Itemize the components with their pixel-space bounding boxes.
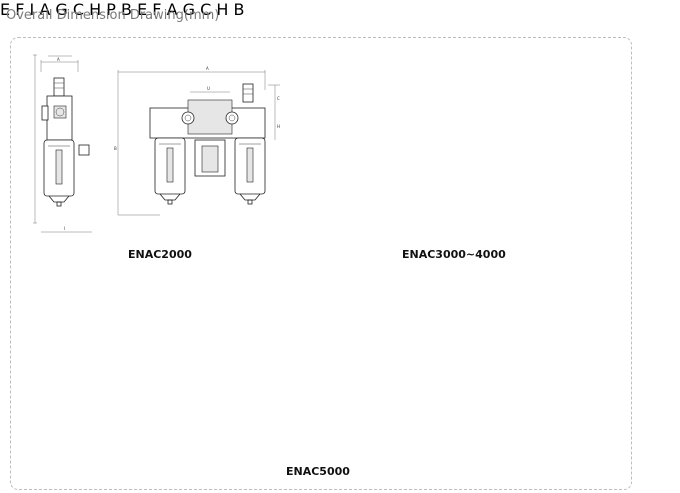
dim-label-e-5000: E: [137, 0, 148, 19]
enac3000-side-view: E F I: [0, 0, 39, 19]
dim-label-b-3000: B: [121, 0, 132, 19]
dim-label-p-3000: P: [106, 0, 116, 19]
dim-label-b-5000: B: [233, 0, 245, 19]
enac3000-front-view: A G C H P B: [39, 0, 137, 19]
dim-label-i-3000: I: [29, 0, 35, 19]
dim-label-h-3000: H: [89, 0, 102, 19]
dim-label-h-5000: H: [216, 0, 229, 19]
dim-label-g-5000: G: [182, 0, 196, 19]
enac2000-front-view: A U C H B: [114, 66, 280, 216]
dim-label-a-5000: A: [166, 0, 178, 19]
dim-label-f-5000: F: [152, 0, 162, 19]
dim-label-f-3000: F: [15, 0, 25, 19]
model-label-enac5000: ENAC5000: [286, 465, 350, 478]
dim-label-a-3000: A: [39, 0, 51, 19]
dim-label-a-2000: A: [206, 66, 209, 71]
dim-label-c-2000: C: [277, 96, 280, 101]
enac5000-front-view: A G C H B: [167, 0, 245, 19]
dim-label-b-2000: B: [114, 146, 117, 151]
dim-label-i-side: I: [64, 226, 65, 231]
dim-label-g-3000: G: [55, 0, 68, 19]
model-label-enac2000: ENAC2000: [128, 248, 192, 261]
enac5000-side-view: E F: [137, 0, 167, 19]
dim-label-e-3000: E: [0, 0, 11, 19]
drawing-frame: [10, 37, 632, 490]
model-label-enac3000-4000: ENAC3000~4000: [402, 248, 506, 261]
dim-label-u-2000: U: [207, 86, 210, 91]
dim-label-h-2000: H: [277, 124, 280, 129]
page-title: Overall Dimension Drawing(mm): [6, 8, 220, 23]
dim-label-c-5000: C: [200, 0, 212, 19]
dim-label-a-side: A: [57, 57, 60, 62]
enac2000-side-view: A I: [33, 54, 92, 233]
dim-label-c-3000: C: [72, 0, 85, 19]
